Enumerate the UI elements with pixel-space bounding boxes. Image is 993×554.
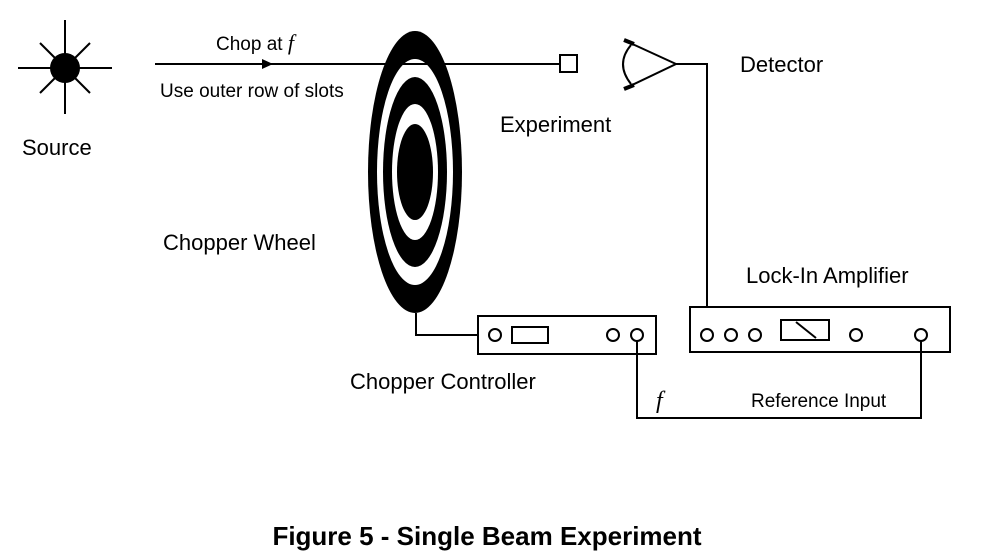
lock-in-amplifier-box [689, 306, 951, 353]
reference-freq-symbol: f [656, 388, 666, 414]
chop-at-label: Chop at f [216, 30, 297, 55]
source-icon [18, 20, 112, 114]
detector-signal-wire [676, 63, 708, 331]
detector-icon [622, 38, 679, 91]
outer-row-label: Use outer row of slots [160, 81, 344, 102]
detector-label: Detector [740, 52, 823, 77]
lock-in-amplifier-label: Lock-In Amplifier [746, 263, 909, 288]
chopper-controller-label: Chopper Controller [350, 369, 536, 394]
wheel-controller-wire [415, 313, 478, 336]
figure-caption: Figure 5 - Single Beam Experiment [272, 521, 701, 551]
chopper-wheel-icon [368, 31, 462, 313]
source-label: Source [22, 135, 92, 160]
chopper-controller-box [477, 315, 657, 355]
experiment-sample-icon [559, 54, 578, 73]
chopper-wheel-label: Chopper Wheel [163, 230, 316, 255]
reference-wire [636, 341, 922, 419]
experiment-label: Experiment [500, 112, 611, 137]
beam-arrow-icon [262, 59, 273, 69]
reference-input-label: Reference Input [751, 391, 887, 412]
